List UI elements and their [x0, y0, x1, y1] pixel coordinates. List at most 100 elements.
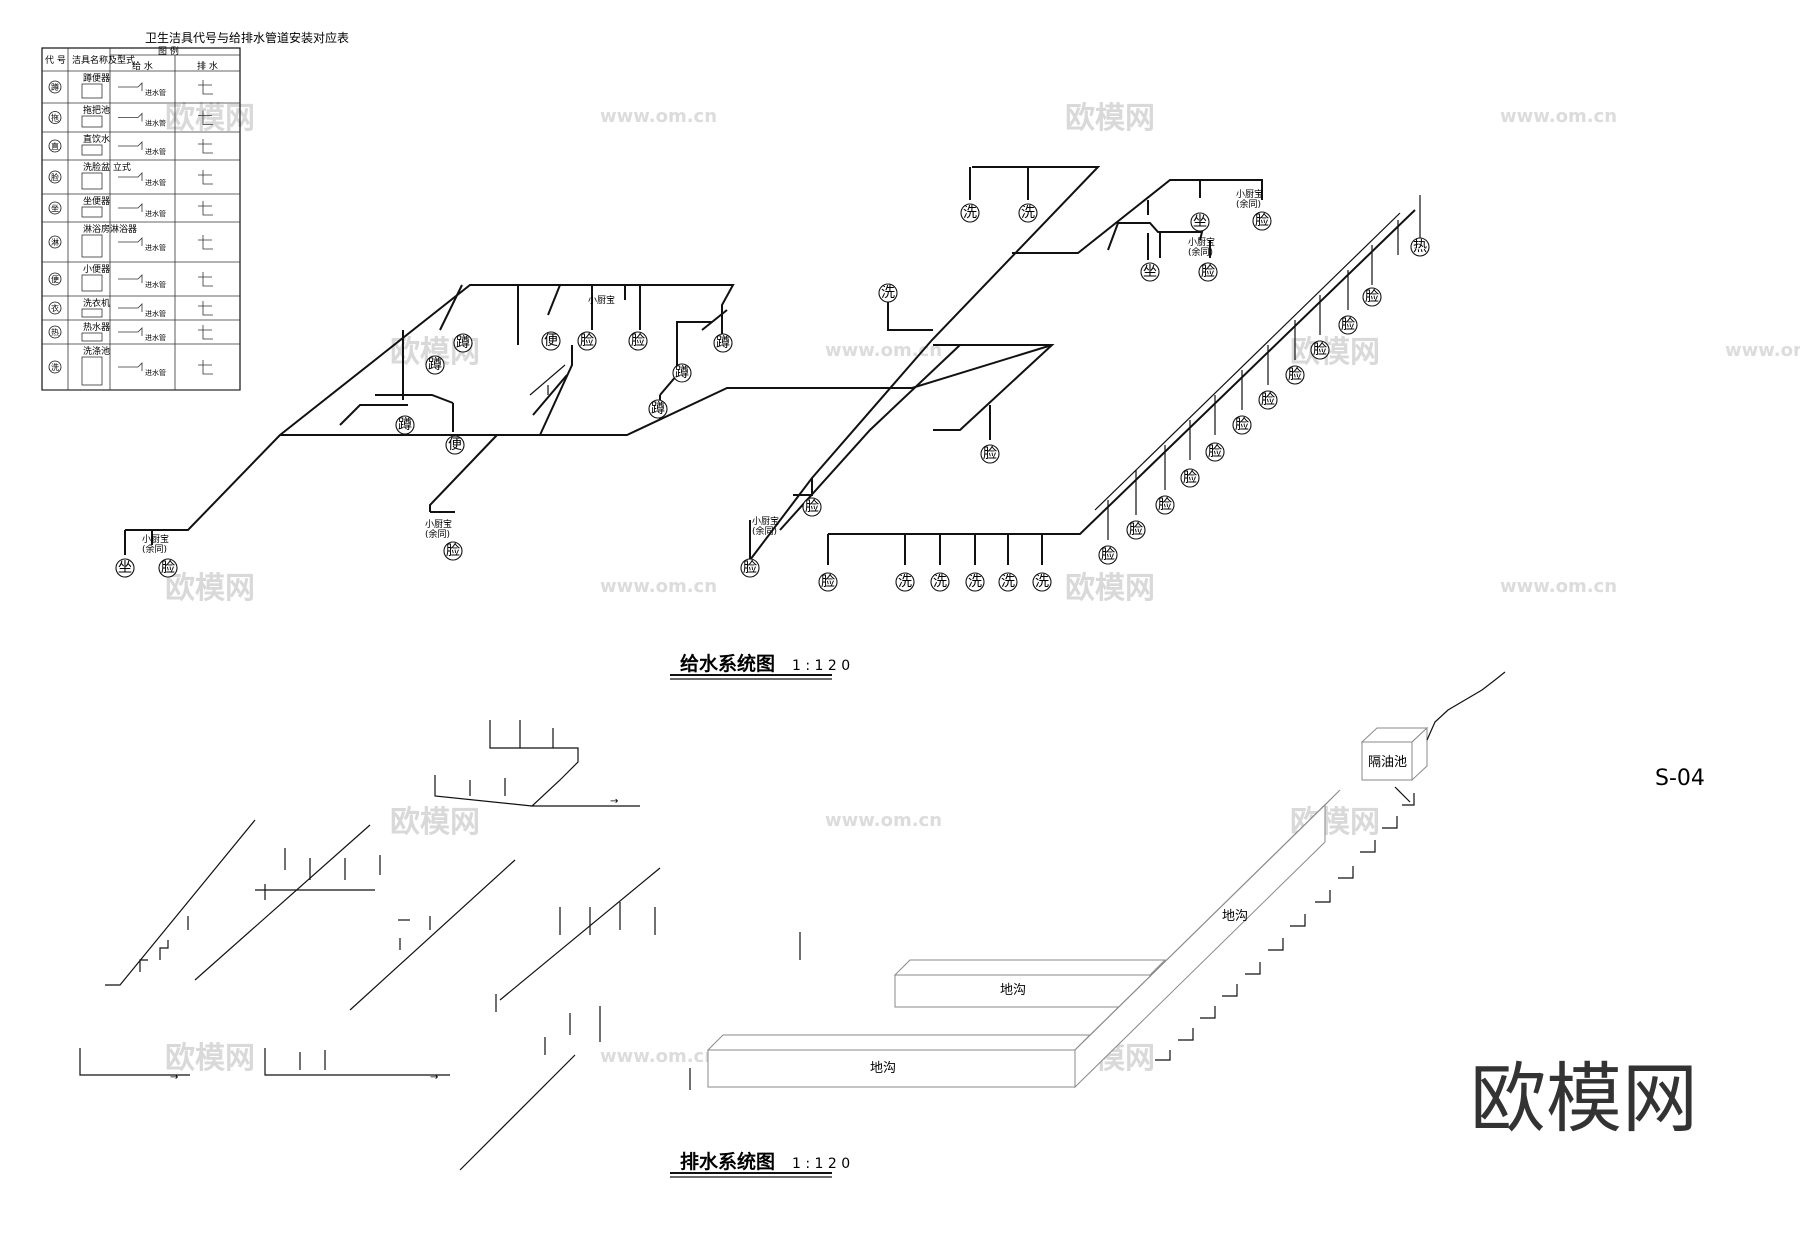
fixture-marker — [1410, 237, 1430, 257]
fixture-code: 蹲 — [716, 335, 730, 351]
fixture-marker — [713, 333, 733, 353]
drain-trap-icon — [198, 301, 213, 316]
small-kitchen-sub-label: (余同) — [142, 543, 167, 555]
watermark-url: www.om.cn — [600, 576, 717, 597]
drain-pipe — [499, 867, 661, 1001]
watermark-brand: 欧模网 — [165, 1041, 255, 1076]
fixture-code: 脸 — [1365, 289, 1379, 305]
legend-code-circle — [48, 201, 62, 215]
supply-pipe — [749, 166, 1101, 561]
fixture-symbol-icon — [81, 172, 103, 190]
drain-pipe — [434, 775, 533, 807]
watermark-brand: 欧模网 — [165, 101, 255, 136]
legend-code-circle — [48, 170, 62, 184]
fixture-marker — [1258, 390, 1278, 410]
legend-row-name: 蹲便器 — [83, 72, 110, 84]
drain-pipe — [349, 859, 516, 1011]
supply-pipe — [339, 404, 408, 426]
fixture-marker — [960, 203, 980, 223]
drain-trap-icon — [198, 80, 213, 95]
supply-valve-icon — [118, 303, 143, 312]
fixture-code: 热 — [1413, 239, 1427, 255]
legend-table: 卫生洁具代号与给排水管道安装对应表 代 号 洁具名称及型式 图 例 给 水 排 … — [41, 30, 349, 391]
drain-trap-icon — [198, 170, 213, 185]
drain-traps — [139, 848, 801, 1090]
fixture-marker — [1198, 262, 1218, 282]
legend-row-name: 淋浴房淋浴器 — [83, 223, 137, 235]
fixture-marker — [577, 331, 597, 351]
watermark-brand: 欧模网 — [1065, 101, 1155, 136]
water-supply-diagram: 坐脸脸蹲蹲蹲便便脸脸蹲蹲蹲洗洗洗坐脸坐脸脸脸脸洗洗洗洗洗脸脸脸脸脸脸脸脸脸脸脸脸… — [115, 166, 1430, 680]
fixture-marker — [541, 331, 561, 351]
fixture-symbol-icon — [81, 234, 103, 258]
trench-top — [706, 1034, 1092, 1051]
fixture-code: 脸 — [1183, 470, 1197, 486]
watermark-url: www.om.cn — [825, 340, 942, 361]
supply-valve-icon — [118, 362, 143, 371]
supply-pipe — [828, 209, 1416, 535]
fixture-marker — [425, 355, 445, 375]
legend-row-code: 拖 — [51, 113, 59, 123]
fixture-code: 脸 — [580, 333, 594, 349]
supply-pipe — [279, 284, 735, 436]
legend-row-code: 热 — [51, 327, 59, 337]
drain-trap-icon — [198, 235, 213, 250]
legend-row-code: 衣 — [51, 303, 59, 313]
drain-trap-icon — [198, 139, 213, 154]
drain-trap-icon — [198, 325, 213, 340]
supply-pipe — [887, 300, 933, 331]
drain-diagram-scale: 1 : 1 2 0 — [792, 1156, 850, 1172]
legend-row-note: 进水管 — [145, 147, 166, 156]
fixture-symbol-icon — [81, 332, 103, 342]
fixture-code: 坐 — [1143, 264, 1157, 280]
legend-col-legend: 图 例 — [158, 45, 179, 57]
legend-row-note: 进水管 — [145, 119, 166, 128]
legend-col-supply: 给 水 — [132, 60, 153, 72]
fixture-code: 便 — [448, 437, 462, 453]
legend-row-code: 淋 — [51, 237, 59, 247]
fixture-marker — [980, 444, 1000, 464]
fixture-code: 蹲 — [428, 357, 442, 373]
legend-row-name: 洗脸盆 立式 — [83, 161, 131, 173]
fixture-code: 洗 — [881, 285, 895, 301]
trench-label: 地沟 — [1000, 983, 1026, 998]
legend-row-note: 进水管 — [145, 280, 166, 289]
legend-row-code: 直 — [51, 141, 59, 151]
fixture-symbol-icon — [81, 206, 103, 218]
legend-col-code: 代 号 — [45, 55, 66, 66]
legend-row-note: 进水管 — [145, 333, 166, 342]
drain-steps — [1155, 793, 1415, 1061]
fixture-code: 洗 — [963, 205, 977, 221]
drain-pipe — [79, 1048, 190, 1076]
fixture-symbol-icon — [81, 144, 103, 156]
fixture-code: 脸 — [1208, 444, 1222, 460]
legend-row-note: 进水管 — [145, 178, 166, 187]
fixture-code: 洗 — [898, 574, 912, 590]
legend-row-name: 直饮水 — [83, 133, 110, 145]
fixture-marker — [443, 541, 463, 561]
legend-col-drain: 排 水 — [197, 60, 218, 72]
supply-pipe — [529, 364, 566, 396]
watermark-brand: 欧模网 — [165, 571, 255, 606]
small-kitchen-label: 小厨宝 — [1236, 188, 1263, 200]
legend-row-note: 进水管 — [145, 243, 166, 252]
legend-row-code: 洗 — [51, 362, 59, 372]
fixture-marker — [998, 572, 1018, 592]
fixture-marker — [395, 415, 415, 435]
legend-code-circle — [48, 111, 62, 124]
legend-row-name: 小便器 — [83, 263, 110, 275]
legend-row-code: 坐 — [51, 204, 59, 213]
fixture-code: 脸 — [1235, 417, 1249, 433]
supply-valve-icon — [118, 203, 143, 212]
supply-pipe — [532, 374, 568, 416]
drain-pipe — [105, 819, 256, 986]
small-kitchen-sub-label: (余同) — [752, 525, 777, 537]
fixture-marker — [1190, 212, 1210, 232]
grease-trap — [1361, 741, 1413, 781]
fixture-code: 洗 — [933, 574, 947, 590]
drain-diagram-title: 排水系统图 — [680, 1150, 775, 1173]
fixture-marker — [802, 497, 822, 517]
fixture-marker — [672, 363, 692, 383]
fixture-symbol-icon — [81, 356, 103, 386]
